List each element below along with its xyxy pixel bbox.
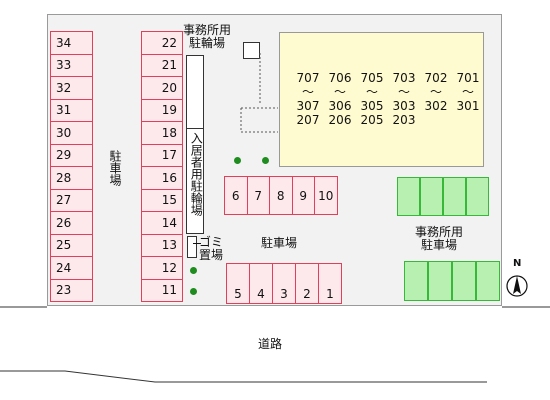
parking-space: 22 <box>141 31 183 55</box>
unit-column: 702〜302 <box>420 71 452 127</box>
garbage-pointer <box>193 243 201 244</box>
parking-space: 12 <box>141 256 183 280</box>
parking-space: 11 <box>141 278 183 302</box>
parking-space: 21 <box>141 53 183 77</box>
north-label: N <box>513 258 522 269</box>
resident-bike-parking-lower <box>186 128 204 234</box>
office-parking-space <box>420 177 443 216</box>
range-mark: 〜 <box>397 85 410 99</box>
parking-label-center: 駐車場 <box>261 236 298 250</box>
garbage-label: ゴミ 置場 <box>199 235 224 262</box>
office-parking-label: 事務所用 駐車場 <box>415 225 464 252</box>
unit-extra: 203 <box>392 113 416 127</box>
parking-space: 14 <box>141 211 183 235</box>
road-lines <box>0 306 550 383</box>
parking-space: 34 <box>50 31 93 55</box>
tree-icon <box>262 157 269 164</box>
bike-shelter-box <box>243 42 260 59</box>
unit-bottom: 303 <box>392 99 416 113</box>
unit-top: 703 <box>392 71 416 85</box>
office-parking-space <box>466 177 489 216</box>
parking-space: 2 <box>295 263 319 304</box>
office-parking-space <box>443 177 466 216</box>
parking-space: 3 <box>272 263 296 304</box>
unit-column: 701〜301 <box>452 71 484 127</box>
unit-top: 705 <box>360 71 384 85</box>
office-parking-space <box>452 261 476 301</box>
office-parking-upper <box>397 177 489 216</box>
parking-space: 10 <box>314 176 338 215</box>
parking-space: 19 <box>141 98 183 122</box>
parking-label-vertical: 駐車場 <box>108 150 122 186</box>
parking-space: 29 <box>50 143 93 167</box>
range-mark: 〜 <box>333 85 346 99</box>
tree-icon <box>190 267 197 274</box>
parking-space: 28 <box>50 166 93 190</box>
unit-bottom: 302 <box>424 99 448 113</box>
garbage-box <box>187 236 197 258</box>
office-parking-space <box>397 177 420 216</box>
unit-top: 701 <box>456 71 480 85</box>
office-parking-lower <box>404 261 500 301</box>
parking-space: 33 <box>50 53 93 77</box>
unit-bottom: 306 <box>328 99 352 113</box>
north-arrow-icon <box>506 275 528 297</box>
parking-space: 26 <box>50 211 93 235</box>
range-mark: 〜 <box>429 85 442 99</box>
parking-space: 15 <box>141 188 183 212</box>
parking-space: 23 <box>50 278 93 302</box>
parking-space: 18 <box>141 121 183 145</box>
office-parking-space <box>476 261 500 301</box>
parking-space: 31 <box>50 98 93 122</box>
range-mark: 〜 <box>461 85 474 99</box>
unit-bottom: 301 <box>456 99 480 113</box>
unit-extra: 207 <box>296 113 320 127</box>
parking-space: 1 <box>318 263 342 304</box>
parking-space: 24 <box>50 256 93 280</box>
unit-top: 707 <box>296 71 320 85</box>
unit-bottom: 305 <box>360 99 384 113</box>
resident-bike-parking-label: 入居者用駐輪場 <box>189 132 204 216</box>
unit-bottom: 307 <box>296 99 320 113</box>
office-parking-space <box>428 261 452 301</box>
parking-space: 8 <box>269 176 293 215</box>
unit-extra: 205 <box>360 113 384 127</box>
tree-icon <box>190 288 197 295</box>
parking-space: 20 <box>141 76 183 100</box>
walkway-dashed <box>240 53 278 133</box>
office-parking-space <box>404 261 428 301</box>
parking-space: 9 <box>291 176 315 215</box>
parking-space: 16 <box>141 166 183 190</box>
parking-space: 32 <box>50 76 93 100</box>
unit-top: 702 <box>424 71 448 85</box>
office-bike-parking-label: 事務所用 駐輪場 <box>183 23 232 50</box>
resident-bike-parking-upper <box>186 55 204 130</box>
unit-extra: 206 <box>328 113 352 127</box>
parking-space: 17 <box>141 143 183 167</box>
unit-top: 706 <box>328 71 352 85</box>
parking-space: 27 <box>50 188 93 212</box>
parking-space: 13 <box>141 233 183 257</box>
parking-space: 25 <box>50 233 93 257</box>
parking-space: 4 <box>249 263 273 304</box>
range-mark: 〜 <box>301 85 314 99</box>
road-label: 道路 <box>258 337 283 351</box>
range-mark: 〜 <box>365 85 378 99</box>
parking-space: 7 <box>246 176 270 215</box>
parking-space: 30 <box>50 121 93 145</box>
tree-icon <box>234 157 241 164</box>
parking-space: 6 <box>224 176 248 215</box>
parking-space: 5 <box>226 263 250 304</box>
